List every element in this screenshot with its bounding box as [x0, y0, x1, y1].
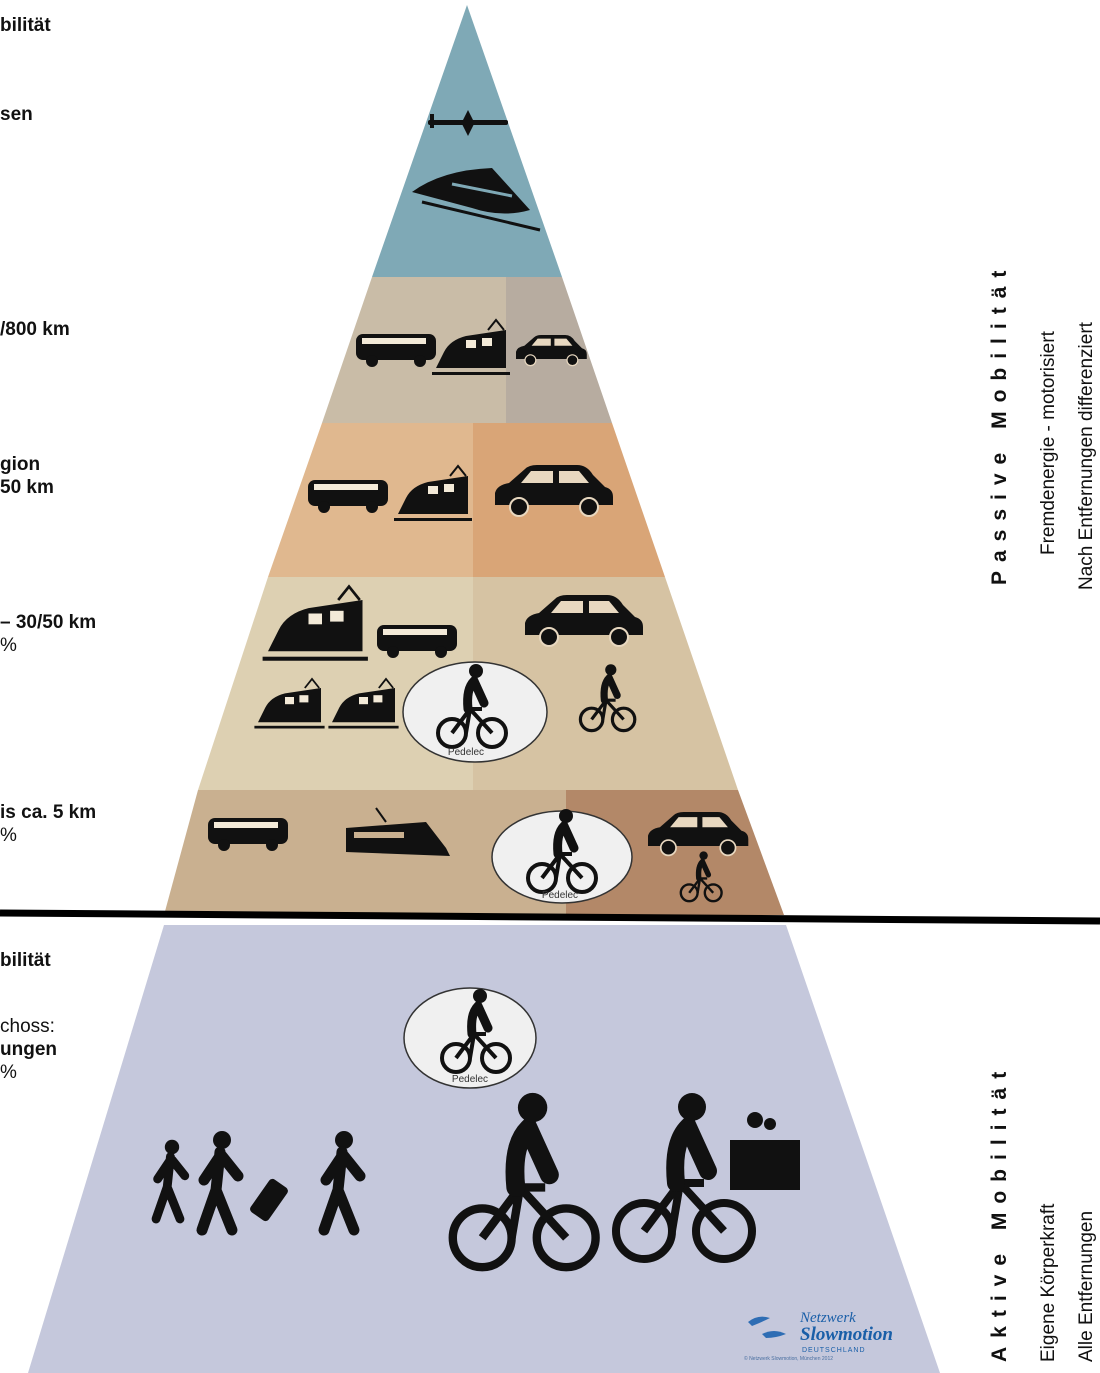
- passive-mobility-subtitle-1: Fremdenergie - motorisiert: [1038, 331, 1059, 555]
- pedelec-label: Pedelec: [448, 747, 484, 758]
- cargo-bike-icon: [616, 1093, 800, 1259]
- logo-line2: Slowmotion: [800, 1324, 893, 1345]
- pedelec-icon: Pedelec: [491, 809, 633, 904]
- active-line2: ungen: [0, 1039, 57, 1060]
- short-percent: %: [0, 825, 17, 846]
- local-percent: %: [0, 635, 17, 656]
- pedelec-icon: Pedelec: [402, 662, 548, 763]
- pedelec-label: Pedelec: [452, 1074, 488, 1085]
- footprints-icon: [748, 1316, 786, 1338]
- pedelec-icon: Pedelec: [403, 988, 537, 1089]
- active-line1: choss:: [0, 1016, 55, 1037]
- active-mobility-title: bilität: [0, 950, 51, 971]
- travel-label: sen: [0, 104, 33, 125]
- tier-travel: [372, 5, 562, 277]
- traveler-with-suitcase-icon: [250, 1131, 360, 1230]
- tram-icon: [346, 807, 450, 856]
- netzwerk-slowmotion-logo: Netzwerk Slowmotion DEUTSCHLAND © Netzwe…: [740, 1308, 920, 1366]
- passive-mobility-title: bilität: [0, 15, 51, 36]
- passive-mobility-subtitle-2: Nach Entfernungen differenziert: [1076, 322, 1097, 590]
- short-distance-label: is ca. 5 km: [0, 802, 97, 823]
- region-distance-label: 50 km: [0, 477, 54, 498]
- airplane-icon: [428, 110, 508, 136]
- logo-copyright: © Netzwerk Slowmotion, München 2012: [744, 1356, 834, 1362]
- long-distance-label: /800 km: [0, 319, 70, 340]
- local-label: – 30/50 km: [0, 612, 97, 633]
- highspeed-train-icon: [412, 168, 541, 232]
- pedelec-label: Pedelec: [542, 890, 578, 901]
- active-percent: %: [0, 1062, 17, 1083]
- logo-line1: Netzwerk: [800, 1310, 856, 1326]
- passive-mobility-vertical-title: Passive Mobilität: [988, 261, 1011, 585]
- divider-line: [0, 909, 1100, 925]
- active-mobility-subtitle-1: Eigene Körperkraft: [1038, 1203, 1059, 1362]
- active-mobility-subtitle-2: Alle Entfernungen: [1076, 1210, 1097, 1362]
- region-label: gion: [0, 454, 41, 475]
- active-mobility-vertical-title: Aktive Mobilität: [988, 1062, 1011, 1362]
- tier-active: [28, 925, 940, 1373]
- logo-line3: DEUTSCHLAND: [802, 1347, 866, 1354]
